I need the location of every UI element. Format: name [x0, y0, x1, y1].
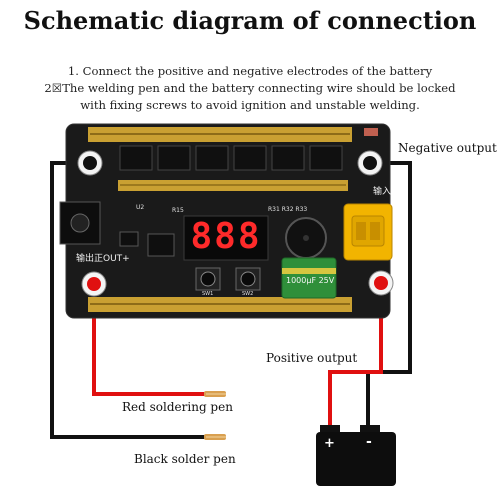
seven-segment-display: [183, 215, 269, 261]
red-pen-label: Red soldering pen: [122, 400, 233, 414]
terminal-left-lower: [81, 271, 107, 297]
terminal-left-upper: [77, 150, 103, 176]
output-label: 输出正OUT+: [76, 254, 130, 264]
sw2-label: SW2: [242, 291, 254, 297]
positive-output-wire: [328, 283, 383, 426]
battery-minus-label: -: [366, 434, 372, 450]
negative-output-wire: [366, 161, 412, 426]
u2-label: U2: [136, 204, 145, 211]
positive-output-label: Positive output: [266, 351, 358, 365]
instruction-line-2: 2☒The welding pen and the battery connec…: [44, 81, 456, 95]
black-pen-label: Black solder pen: [134, 452, 236, 466]
sw2-button: [235, 267, 261, 291]
r15-label: R15: [172, 207, 184, 214]
battery: [316, 425, 396, 486]
capacitor: [281, 257, 337, 299]
u2-chip: [147, 233, 175, 257]
negative-output-label: Negative output: [398, 141, 497, 155]
display-digits: 888: [190, 216, 262, 257]
xt60-connector: [343, 203, 393, 261]
terminal-right-lower: [368, 270, 394, 296]
mosfet-row: [119, 145, 343, 171]
instruction-line-1: 1. Connect the positive and negative ele…: [67, 64, 433, 78]
terminal-right-upper: [357, 150, 383, 176]
battery-plus-label: +: [324, 436, 335, 451]
input-label: 输入: [373, 187, 392, 197]
spot-welder-board: [59, 123, 394, 319]
sw1-button: [195, 267, 221, 291]
page-title: Schematic diagram of connection: [23, 6, 477, 35]
sw1-label: SW1: [202, 291, 214, 297]
capacitor-text: 1000μF 25V: [286, 276, 335, 285]
resistor-labels: R31 R32 R33: [268, 206, 308, 213]
instruction-line-3: with fixing screws to avoid ignition and…: [80, 98, 420, 112]
